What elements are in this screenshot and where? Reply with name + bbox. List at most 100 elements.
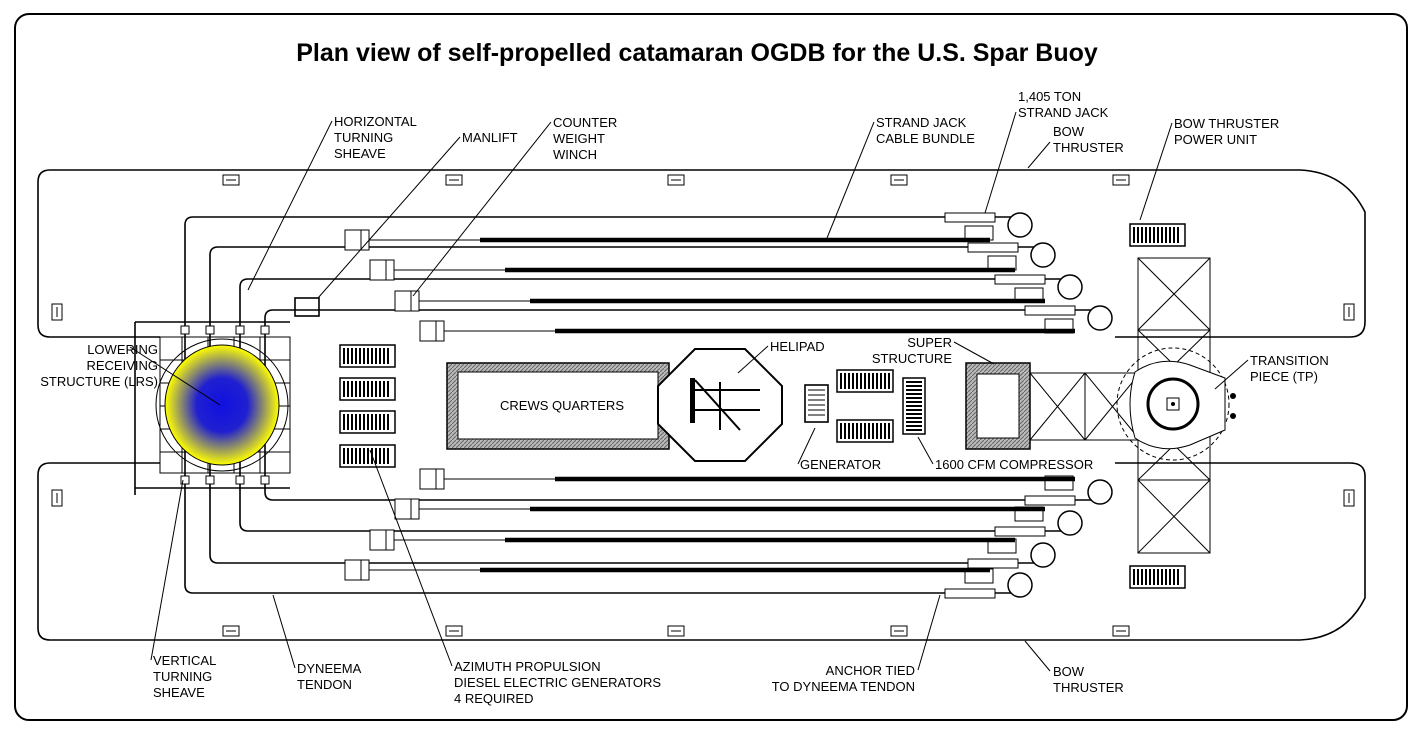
winch-drum bbox=[385, 529, 395, 551]
strand-jack-label: 1,405 TON bbox=[1018, 89, 1081, 104]
winch-drum bbox=[360, 229, 370, 251]
vertical-turning-sheave bbox=[180, 325, 190, 335]
vertical-turning-sheave bbox=[235, 325, 245, 335]
sheave bbox=[1087, 305, 1113, 331]
dyneema-leader bbox=[272, 594, 296, 669]
anchor-leader bbox=[917, 594, 941, 671]
strand-jack bbox=[1024, 495, 1076, 506]
generator-leader bbox=[797, 427, 816, 465]
counter-weight-winch bbox=[419, 320, 437, 342]
azimuth-label: AZIMUTH PROPULSION bbox=[454, 659, 601, 674]
sheave bbox=[1007, 572, 1033, 598]
crews-quarters: CREWS QUARTERS bbox=[446, 362, 670, 450]
helipad-leader bbox=[737, 345, 769, 374]
counter-weight-label: COUNTER bbox=[553, 115, 617, 130]
strand-jack bbox=[994, 274, 1046, 285]
generator-label: GENERATOR bbox=[800, 457, 881, 472]
vertical-turning-sheave bbox=[260, 325, 270, 335]
generator bbox=[804, 384, 829, 423]
anchor-label: TO DYNEEMA TENDON bbox=[772, 679, 915, 694]
counter-weight-winch bbox=[394, 498, 412, 520]
azimuth-label: DIESEL ELECTRIC GENERATORS bbox=[454, 675, 661, 690]
strand-jack-label: STRAND JACK bbox=[1018, 105, 1109, 120]
winch-drum bbox=[385, 259, 395, 281]
bow-power-unit-label: POWER UNIT bbox=[1174, 132, 1257, 147]
bow-thruster-bottom-label: THRUSTER bbox=[1053, 680, 1124, 695]
lrs-label: RECEIVING bbox=[86, 358, 158, 373]
manlift-label: MANLIFT bbox=[462, 130, 518, 145]
lowering-receiving-structure bbox=[134, 321, 291, 495]
horizontal-sheave-leader bbox=[247, 120, 333, 291]
bow-power-unit-leader bbox=[1139, 122, 1173, 221]
deck-markers bbox=[51, 174, 1355, 637]
lrs-label: LOWERING bbox=[87, 342, 158, 357]
counter-weight-winch bbox=[394, 290, 412, 312]
strand-jack bbox=[967, 242, 1019, 253]
transition-piece-label: TRANSITION bbox=[1250, 353, 1329, 368]
counter-weight-winch bbox=[419, 468, 437, 490]
callout-labels: HORIZONTALTURNINGSHEAVEMANLIFTCOUNTERWEI… bbox=[40, 89, 1328, 706]
azimuth-leader bbox=[369, 449, 453, 667]
cable-bundle-label: STRAND JACK bbox=[876, 115, 967, 130]
dyneema-label: DYNEEMA bbox=[297, 661, 362, 676]
transition-piece-leader bbox=[1214, 359, 1249, 390]
cable-bundle-leader bbox=[826, 121, 875, 239]
winch-drum bbox=[435, 320, 445, 342]
bow-power-unit-label: BOW THRUSTER bbox=[1174, 116, 1279, 131]
strand-jack bbox=[994, 526, 1046, 537]
bow-thruster-bottom-label: BOW bbox=[1053, 664, 1085, 679]
manlift-leader bbox=[317, 136, 461, 299]
vertical-turning-sheave bbox=[235, 475, 245, 485]
vertical-turning-sheave bbox=[205, 475, 215, 485]
super-structure-label: SUPER bbox=[907, 335, 952, 350]
strand-jack bbox=[944, 212, 996, 223]
strand-jack bbox=[967, 558, 1019, 569]
lrs-label: STRUCTURE (LRS) bbox=[40, 374, 158, 389]
vertical-turning-sheave bbox=[205, 325, 215, 335]
bow-thruster-power-units bbox=[1129, 223, 1186, 589]
winch-drum bbox=[435, 468, 445, 490]
counter-weight-label: WINCH bbox=[553, 147, 597, 162]
azimuth-label: 4 REQUIRED bbox=[454, 691, 533, 706]
sheave bbox=[1057, 510, 1083, 536]
counter-weight-winch bbox=[344, 229, 362, 251]
helipad-label: HELIPAD bbox=[770, 339, 825, 354]
transition-piece-label: PIECE (TP) bbox=[1250, 369, 1318, 384]
counter-weight-winch bbox=[369, 259, 387, 281]
transition-piece bbox=[1116, 347, 1236, 461]
cable-bundle-label: CABLE BUNDLE bbox=[876, 131, 975, 146]
crews-quarters-label: CREWS QUARTERS bbox=[500, 398, 624, 413]
helipad bbox=[657, 348, 783, 462]
vertical-turning-sheave bbox=[260, 475, 270, 485]
vertical-turning-sheave bbox=[180, 475, 190, 485]
strand-jack bbox=[1024, 305, 1076, 316]
cable-bundles bbox=[180, 212, 1113, 599]
winch-drum bbox=[410, 498, 420, 520]
counter-weight-label: WEIGHT bbox=[553, 131, 605, 146]
super-structure-leader bbox=[953, 341, 995, 365]
strand-jack bbox=[944, 588, 996, 599]
counter-weight-winch bbox=[344, 559, 362, 581]
dyneema-label: TENDON bbox=[297, 677, 352, 692]
compressor-leader bbox=[917, 436, 934, 465]
bow-thruster-top-label: BOW bbox=[1053, 124, 1085, 139]
vertical-sheave-label: SHEAVE bbox=[153, 685, 205, 700]
counter-weight-leader bbox=[412, 121, 552, 297]
compressors bbox=[836, 369, 926, 443]
super-structure bbox=[965, 362, 1031, 450]
bow-thruster-top-leader bbox=[1027, 141, 1051, 169]
winch-drum bbox=[410, 290, 420, 312]
sheave bbox=[1030, 542, 1056, 568]
lrs-leader bbox=[129, 346, 221, 406]
vertical-sheave-leader bbox=[150, 479, 184, 661]
sheave bbox=[1057, 274, 1083, 300]
sheave bbox=[1087, 479, 1113, 505]
sheave bbox=[1007, 212, 1033, 238]
bow-thruster-top-label: THRUSTER bbox=[1053, 140, 1124, 155]
compressor-label: 1600 CFM COMPRESSOR bbox=[935, 457, 1093, 472]
vertical-sheave-label: TURNING bbox=[153, 669, 212, 684]
horizontal-sheave-label: SHEAVE bbox=[334, 146, 386, 161]
strand-jack-leader bbox=[984, 111, 1017, 214]
counter-weight-winch bbox=[369, 529, 387, 551]
